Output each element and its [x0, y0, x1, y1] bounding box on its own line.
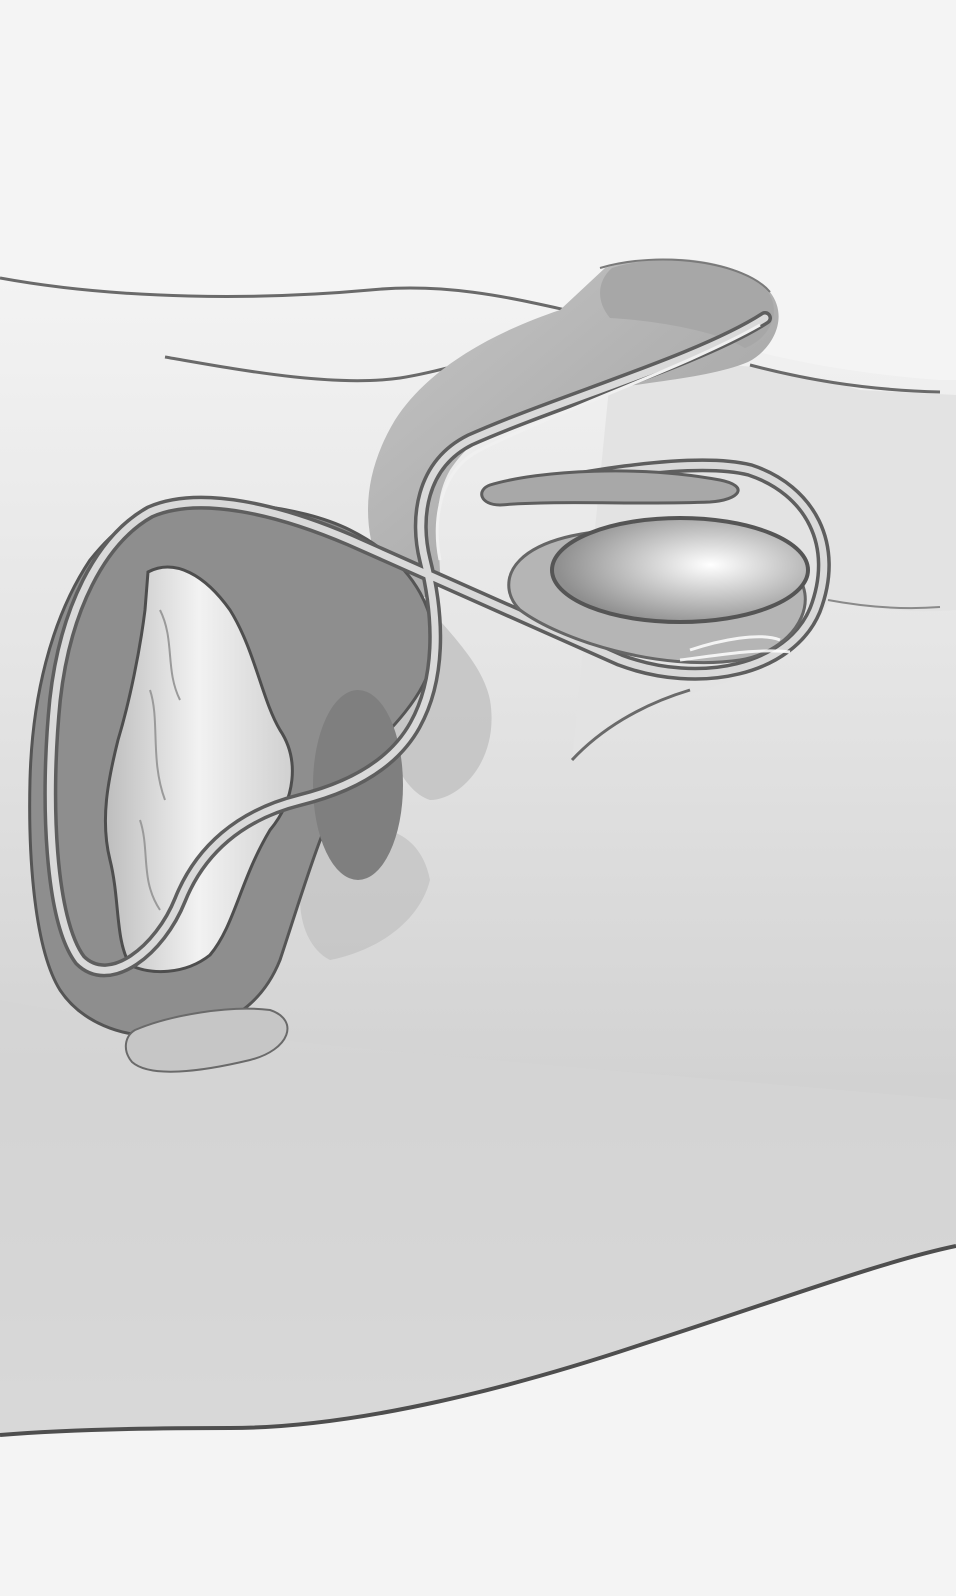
testis — [552, 518, 808, 622]
